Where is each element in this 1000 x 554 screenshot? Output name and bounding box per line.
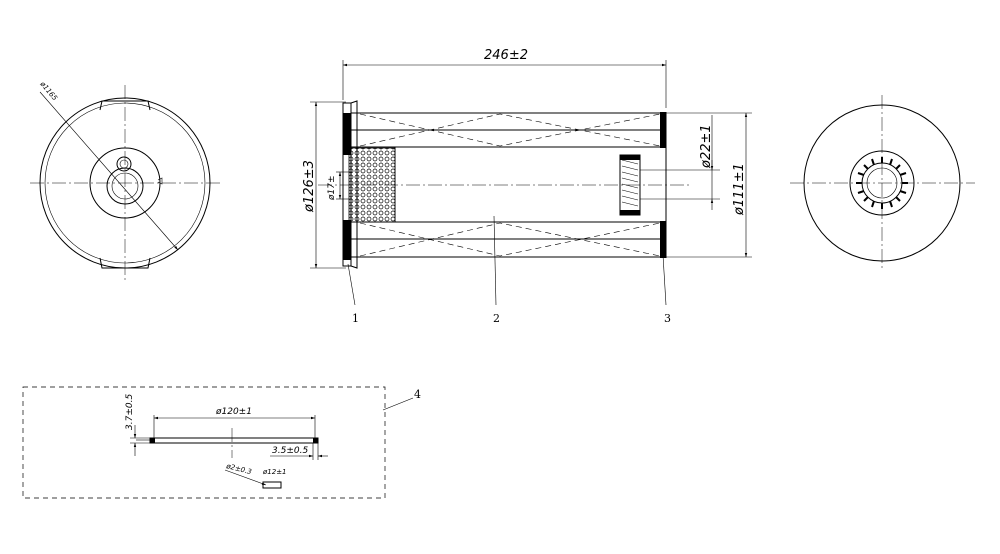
gasket-detail <box>22 386 386 499</box>
filter-element-section <box>318 100 690 269</box>
inner-diameter-label: ø17± <box>327 176 337 202</box>
outer-diameter-label: ø126±3 <box>302 160 317 213</box>
gasket-diameter-label: ø120±1 <box>215 407 252 417</box>
end-cap-inner-dimension <box>640 115 720 210</box>
gasket-thickness-label: 3.7±0.5 <box>125 394 135 430</box>
callout-4: 4 <box>414 388 421 401</box>
body-diameter-label: ø111±1 <box>732 163 747 216</box>
hole-diameter-label: ø12±1 <box>262 468 287 476</box>
end-cap-inner-label: ø22±1 <box>699 124 714 169</box>
left-end-view <box>30 85 220 280</box>
body-diameter-dimension <box>666 112 752 258</box>
outer-diameter-dimension <box>310 101 346 269</box>
overall-length-label: 246±2 <box>484 48 528 63</box>
wire-diameter-label: ø2±0.3 <box>225 462 253 476</box>
inner-diameter-dimension <box>336 171 352 200</box>
callout-leaders <box>347 215 667 411</box>
callout-2: 2 <box>493 312 500 325</box>
right-end-view <box>790 95 975 270</box>
callout-3: 3 <box>664 312 671 325</box>
end-view-diameter-label: ø1165 <box>38 79 59 102</box>
overall-length-dimension <box>342 60 667 108</box>
callout-1: 1 <box>352 312 359 325</box>
gasket-width-label: 3.5±0.5 <box>272 446 308 456</box>
